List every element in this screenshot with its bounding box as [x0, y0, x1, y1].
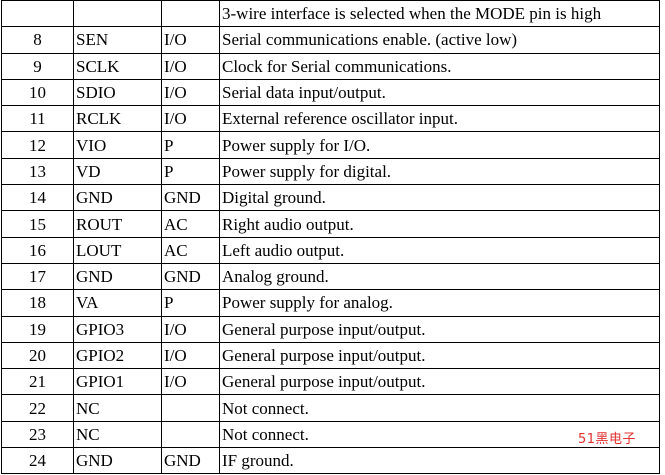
pin-number-cell: 20: [1, 341, 74, 370]
pin-description-cell: External reference oscillator input.: [219, 105, 660, 133]
pin-name-cell: SDIO: [73, 78, 162, 107]
pin-type-cell: [161, 0, 220, 28]
pin-description-cell: Not connect.: [219, 420, 660, 449]
pin-number-cell: 17: [1, 262, 74, 291]
pin-number-cell: 14: [1, 184, 74, 212]
pin-type-cell: P: [161, 157, 220, 186]
pin-number-cell: 15: [1, 210, 74, 238]
pin-name-cell: GND: [73, 184, 162, 212]
pin-type-cell: [161, 394, 220, 422]
pin-description-cell: 3-wire interface is selected when the MO…: [219, 0, 660, 28]
pin-type-cell: I/O: [161, 341, 220, 370]
pin-name-cell: GPIO3: [73, 315, 162, 343]
pin-name-cell: ROUT: [73, 210, 162, 238]
pin-name-cell: NC: [73, 420, 162, 449]
pin-description-cell: Left audio output.: [219, 236, 660, 264]
pin-description-cell: Right audio output.: [219, 210, 660, 238]
pin-name-cell: NC: [73, 394, 162, 422]
pin-name-cell: SCLK: [73, 52, 162, 80]
pin-name-cell: GPIO2: [73, 341, 162, 370]
pin-type-cell: P: [161, 289, 220, 317]
pin-description-cell: Serial communications enable. (active lo…: [219, 26, 660, 54]
pin-type-cell: I/O: [161, 26, 220, 54]
pin-name-cell: GND: [73, 447, 162, 475]
pin-number-cell: 8: [1, 26, 74, 54]
pin-description-cell: Power supply for analog.: [219, 289, 660, 317]
pin-name-cell: GND: [73, 262, 162, 291]
pin-number-cell: 21: [1, 368, 74, 396]
pin-number-cell: 12: [1, 131, 74, 159]
pin-description-cell: General purpose input/output.: [219, 341, 660, 370]
pin-type-cell: I/O: [161, 368, 220, 396]
pin-type-cell: AC: [161, 210, 220, 238]
pin-number-cell: 10: [1, 78, 74, 107]
pin-number-cell: 22: [1, 394, 74, 422]
pin-name-cell: VA: [73, 289, 162, 317]
pin-type-cell: AC: [161, 236, 220, 264]
pin-name-cell: [73, 0, 162, 28]
pin-description-cell: IF ground.: [219, 447, 660, 475]
pin-number-cell: [1, 0, 74, 28]
pin-name-cell: VIO: [73, 131, 162, 159]
pin-number-cell: 11: [1, 105, 74, 133]
table-row-continuation: 3-wire interface is selected when the MO…: [1, 0, 660, 28]
pin-description-cell: Power supply for I/O.: [219, 131, 660, 159]
pin-type-cell: I/O: [161, 78, 220, 107]
pin-description-cell: Digital ground.: [219, 184, 660, 212]
pin-type-cell: GND: [161, 184, 220, 212]
pin-type-cell: I/O: [161, 105, 220, 133]
pin-type-cell: GND: [161, 447, 220, 475]
pin-description-cell: General purpose input/output.: [219, 368, 660, 396]
pin-number-cell: 16: [1, 236, 74, 264]
pin-type-cell: I/O: [161, 315, 220, 343]
watermark-logo: 51黑电子: [578, 432, 637, 447]
pin-number-cell: 18: [1, 289, 74, 317]
pin-number-cell: 13: [1, 157, 74, 186]
pin-name-cell: SEN: [73, 26, 162, 54]
pin-description-cell: Serial data input/output.: [219, 78, 660, 107]
pin-number-cell: 24: [1, 447, 74, 475]
pin-description-cell: Analog ground.: [219, 262, 660, 291]
pin-number-cell: 19: [1, 315, 74, 343]
pin-name-cell: VD: [73, 157, 162, 186]
pin-type-cell: GND: [161, 262, 220, 291]
pin-name-cell: GPIO1: [73, 368, 162, 396]
pin-type-cell: I/O: [161, 52, 220, 80]
pin-description-cell: Power supply for digital.: [219, 157, 660, 186]
pin-number-cell: 23: [1, 420, 74, 449]
pin-type-cell: P: [161, 131, 220, 159]
pin-description-cell: General purpose input/output.: [219, 315, 660, 343]
pin-name-cell: RCLK: [73, 105, 162, 133]
pin-number-cell: 9: [1, 52, 74, 80]
pin-description-cell: Clock for Serial communications.: [219, 52, 660, 80]
pin-description-cell: Not connect.: [219, 394, 660, 422]
pin-type-cell: [161, 420, 220, 449]
pin-name-cell: LOUT: [73, 236, 162, 264]
